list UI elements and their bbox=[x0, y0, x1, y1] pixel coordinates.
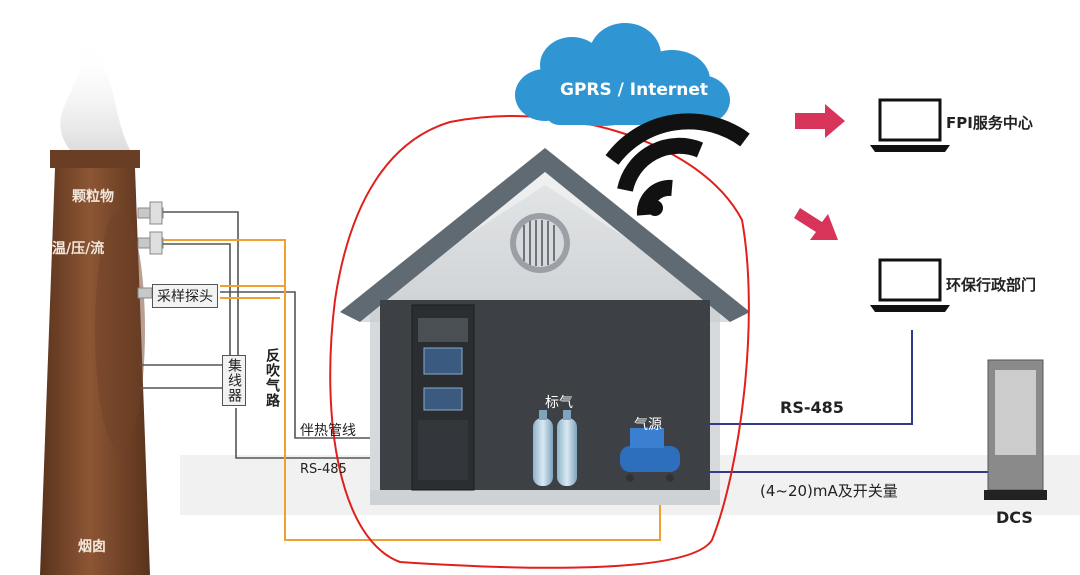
label-gas-source: 气源 bbox=[634, 417, 662, 433]
compressor-icon bbox=[620, 428, 680, 482]
output-lines bbox=[710, 330, 990, 473]
label-env-dept: 环保行政部门 bbox=[946, 276, 1037, 294]
label-signal: (4~20)mA及开关量 bbox=[760, 482, 898, 500]
signal-wires bbox=[140, 211, 412, 459]
gas-cylinder-icon bbox=[533, 410, 577, 486]
label-dcs: DCS bbox=[996, 508, 1033, 527]
wifi-icon bbox=[605, 113, 750, 216]
red-highlight-outline bbox=[329, 115, 750, 569]
heat-trace-lines bbox=[163, 239, 661, 541]
smoke bbox=[60, 40, 131, 150]
label-chimney: 烟囱 bbox=[78, 539, 106, 555]
laptop-icon bbox=[870, 258, 950, 312]
label-std-gas: 标气 bbox=[545, 395, 573, 411]
chimney bbox=[40, 150, 150, 575]
sensors bbox=[137, 201, 164, 299]
label-rs485-inner: RS-485 bbox=[300, 462, 347, 477]
server-tower-icon bbox=[984, 359, 1047, 500]
label-rs485-outer: RS-485 bbox=[780, 398, 844, 417]
analyzer-cabinet bbox=[411, 304, 475, 491]
label-heat-tracing: 伴热管线 bbox=[300, 423, 356, 439]
vent-icon bbox=[510, 213, 570, 273]
laptop-icon bbox=[870, 98, 950, 152]
label-fpi-center: FPI服务中心 bbox=[946, 114, 1033, 132]
label-collector: 集线器 bbox=[222, 355, 246, 406]
cloud-icon bbox=[515, 23, 730, 126]
label-backflush: 反吹气路 bbox=[264, 348, 280, 408]
label-cloud: GPRS / Internet bbox=[560, 80, 709, 100]
arrow-icon bbox=[794, 104, 845, 240]
label-sampling-probe: 采样探头 bbox=[152, 284, 218, 308]
label-particulate: 颗粒物 bbox=[72, 189, 114, 205]
label-temp-press-flow: 温/压/流 bbox=[52, 241, 105, 257]
